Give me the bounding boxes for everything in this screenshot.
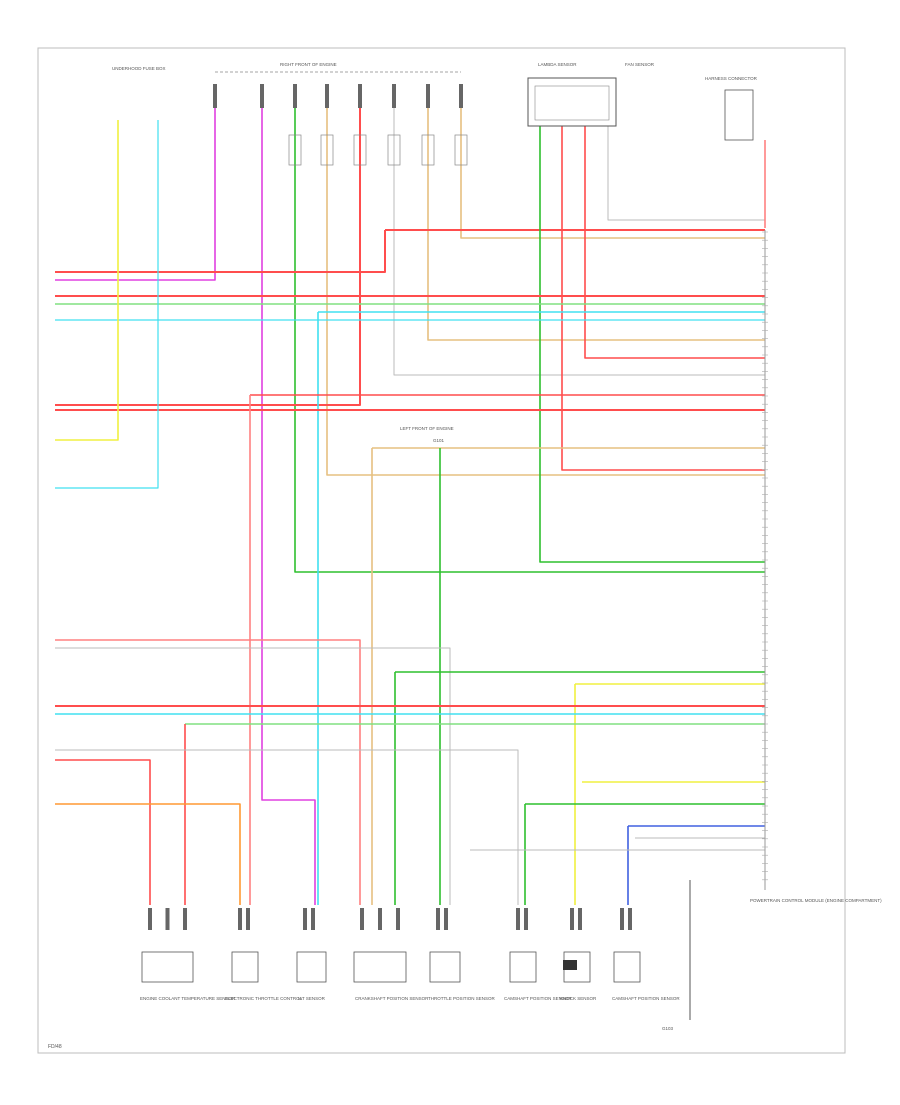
connector-pin — [293, 84, 297, 108]
lambda-sensor-inner — [534, 85, 610, 121]
connector-pin — [459, 84, 463, 108]
wire-green — [294, 108, 765, 573]
component-box — [429, 951, 461, 983]
component-label: THROTTLE POSITION SENSOR — [428, 996, 496, 1001]
underhood-label: UNDERHOOD FUSE BOX — [112, 66, 166, 71]
component-pin — [436, 908, 440, 930]
connector-pin — [325, 84, 329, 108]
component-pin — [360, 908, 364, 930]
diagram-frame — [37, 47, 846, 1054]
ecm-label: POWERTRAIN CONTROL MODULE (ENGINE COMPAR… — [750, 898, 882, 903]
component-box — [296, 951, 327, 983]
component-pin — [524, 908, 528, 930]
component-pin — [303, 908, 307, 930]
connector-pin — [213, 84, 217, 108]
connector-pin — [392, 84, 396, 108]
lambda-sensor-box — [527, 77, 617, 127]
ground-label: G101 — [433, 438, 445, 443]
fan-sensor-label: FAN SENSOR — [625, 62, 655, 67]
component-box — [231, 951, 259, 983]
wire-red — [55, 759, 151, 905]
wire-green — [539, 126, 765, 563]
component-pin — [578, 908, 582, 930]
component-pin — [396, 908, 400, 930]
component-pin — [516, 908, 520, 930]
footer-code: FD/48 — [48, 1044, 62, 1050]
component-pin — [183, 908, 187, 930]
wire-magenta — [55, 108, 216, 281]
wire-tan — [326, 108, 765, 476]
switch-box — [421, 134, 435, 166]
component-label: CAMSHAFT POSITION SENSOR — [504, 996, 572, 1001]
harness-label: HARNESS CONNECTOR — [705, 76, 758, 81]
component-box — [353, 951, 407, 983]
switch-box — [454, 134, 468, 166]
connector-pin — [358, 84, 362, 108]
wire-red — [561, 126, 765, 471]
component-pin — [148, 908, 152, 930]
component-box — [509, 951, 537, 983]
lambda-label: LAMBDA SENSOR — [538, 62, 577, 67]
component-label: CRANKSHAFT POSITION SENSOR — [355, 996, 429, 1001]
wire-orange — [55, 803, 241, 905]
component-label: IAT SENSOR — [298, 996, 326, 1001]
components — [141, 77, 754, 983]
knock-sensor-symbol — [563, 960, 577, 970]
component-pin — [311, 908, 315, 930]
component-pin — [620, 908, 624, 930]
wire-tan — [427, 108, 765, 341]
wire-gray — [55, 647, 451, 905]
wire-cyan — [55, 120, 159, 489]
wire-magenta — [261, 108, 316, 905]
component-label: ENGINE COOLANT TEMPERATURE SENSOR — [140, 996, 236, 1001]
wire-red — [55, 230, 386, 273]
wire-gray — [393, 108, 765, 376]
fan-sensor-box — [724, 89, 754, 141]
wires — [55, 108, 766, 1020]
switch-box — [288, 134, 302, 166]
component-label: CAMSHAFT POSITION SENSOR — [612, 996, 680, 1001]
left-front-engine-label: LEFT FRONT OF ENGINE — [400, 426, 454, 431]
connector-pin — [260, 84, 264, 108]
component-pin — [378, 908, 382, 930]
wire-red — [584, 126, 765, 359]
component-pin — [628, 908, 632, 930]
connector-pins — [148, 71, 768, 930]
component-pin — [165, 908, 170, 930]
bottom-ground-label: G103 — [662, 1026, 674, 1031]
component-label: ELECTRONIC THROTTLE CONTROL — [225, 996, 303, 1001]
component-box — [613, 951, 641, 983]
component-box — [141, 951, 194, 983]
wire-yellow — [55, 120, 119, 441]
component-pin — [246, 908, 250, 930]
wire-tan — [460, 108, 765, 239]
component-pin — [444, 908, 448, 930]
component-pin — [570, 908, 574, 930]
connector-pin — [426, 84, 430, 108]
switch-box — [387, 134, 401, 166]
switch-box — [353, 134, 367, 166]
component-label: KNOCK SENSOR — [560, 996, 597, 1001]
bottom-component-labels: ENGINE COOLANT TEMPERATURE SENSOR ELECTR… — [140, 996, 680, 1001]
wire-gray — [55, 749, 519, 905]
wire-red — [55, 108, 361, 406]
right-harness-label: RIGHT FRONT OF ENGINE — [280, 62, 337, 67]
switch-box — [320, 134, 334, 166]
wire-gray — [607, 126, 765, 221]
component-pin — [238, 908, 242, 930]
wire-pink — [55, 639, 361, 905]
